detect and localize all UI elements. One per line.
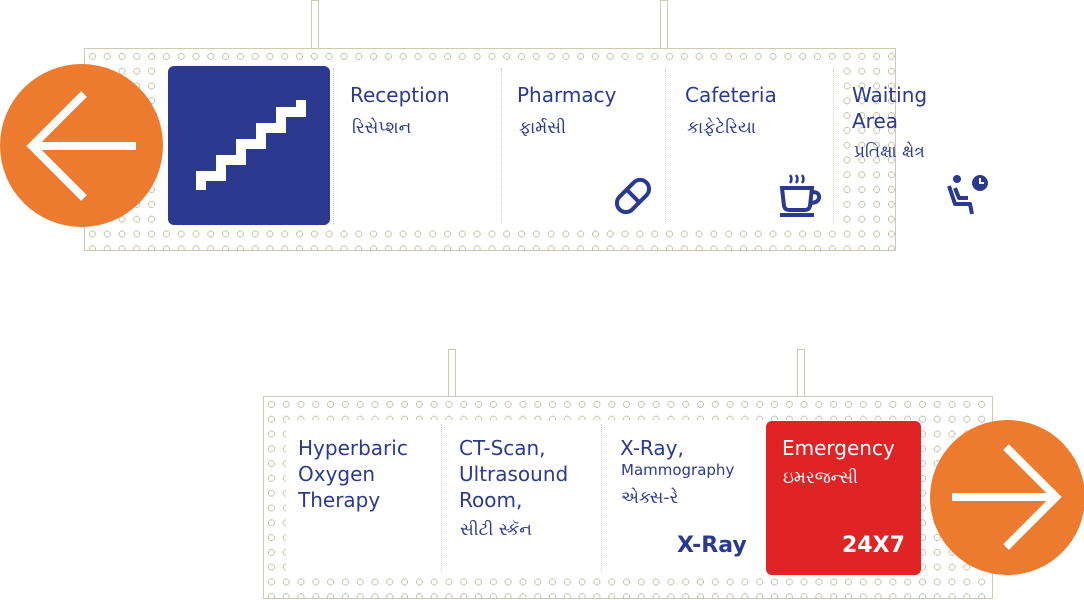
pharmacy-label-gu: ફાર્મસી bbox=[519, 118, 566, 138]
bottom-hanger-right bbox=[797, 349, 805, 397]
ct-scan-label-en: CT-Scan, Ultrasound Room, bbox=[459, 436, 569, 512]
top-hanger-right bbox=[660, 0, 668, 49]
stairs-tile bbox=[168, 66, 330, 225]
bottom-hanger-left bbox=[448, 349, 456, 397]
arrow-right-icon bbox=[952, 444, 1062, 550]
arrow-left-icon bbox=[26, 91, 136, 201]
left-arrow-button[interactable] bbox=[0, 64, 163, 227]
waiting-seat-icon bbox=[947, 175, 988, 215]
emergency-label-en: Emergency bbox=[782, 436, 895, 460]
pharmacy-label-en: Pharmacy bbox=[517, 83, 617, 107]
x-ray-label-gu: એક્સ-રે bbox=[621, 488, 679, 508]
right-arrow-button[interactable] bbox=[930, 420, 1084, 575]
emergency-tile bbox=[766, 421, 921, 575]
mammography-label-en: Mammography bbox=[621, 461, 735, 479]
hyperbaric-label-en: Hyperbaric Oxygen Therapy bbox=[298, 436, 408, 512]
ct-scan-label-gu: સીટી સ્કૅન bbox=[460, 520, 532, 540]
bottom-divider-2 bbox=[601, 424, 602, 572]
top-hanger-left bbox=[311, 0, 319, 49]
coffee-cup-icon bbox=[779, 174, 822, 217]
top-divider-3 bbox=[665, 68, 666, 224]
waiting-area-label-gu: પ્રતિક્ષા ક્ષેત્ર bbox=[854, 142, 925, 162]
reception-label-gu: રિસેપ્શન bbox=[352, 118, 412, 138]
pill-icon bbox=[614, 177, 652, 215]
emergency-label-gu: ઇમરજન્સી bbox=[783, 468, 858, 488]
reception-label-en: Reception bbox=[350, 83, 450, 107]
cafeteria-label-gu: કાફેટેરિયા bbox=[687, 118, 756, 138]
top-divider-2 bbox=[501, 68, 502, 224]
top-divider-1 bbox=[333, 68, 334, 224]
emergency-24x7-tag: 24X7 bbox=[842, 533, 905, 558]
x-ray-tag: X-Ray bbox=[677, 533, 747, 558]
stairs-icon bbox=[196, 100, 306, 190]
top-divider-4 bbox=[833, 68, 834, 224]
cafeteria-label-en: Cafeteria bbox=[685, 83, 777, 107]
waiting-area-label-en: Waiting Area bbox=[852, 83, 928, 133]
x-ray-label-en: X-Ray, bbox=[620, 436, 684, 460]
bottom-divider-1 bbox=[441, 424, 442, 572]
